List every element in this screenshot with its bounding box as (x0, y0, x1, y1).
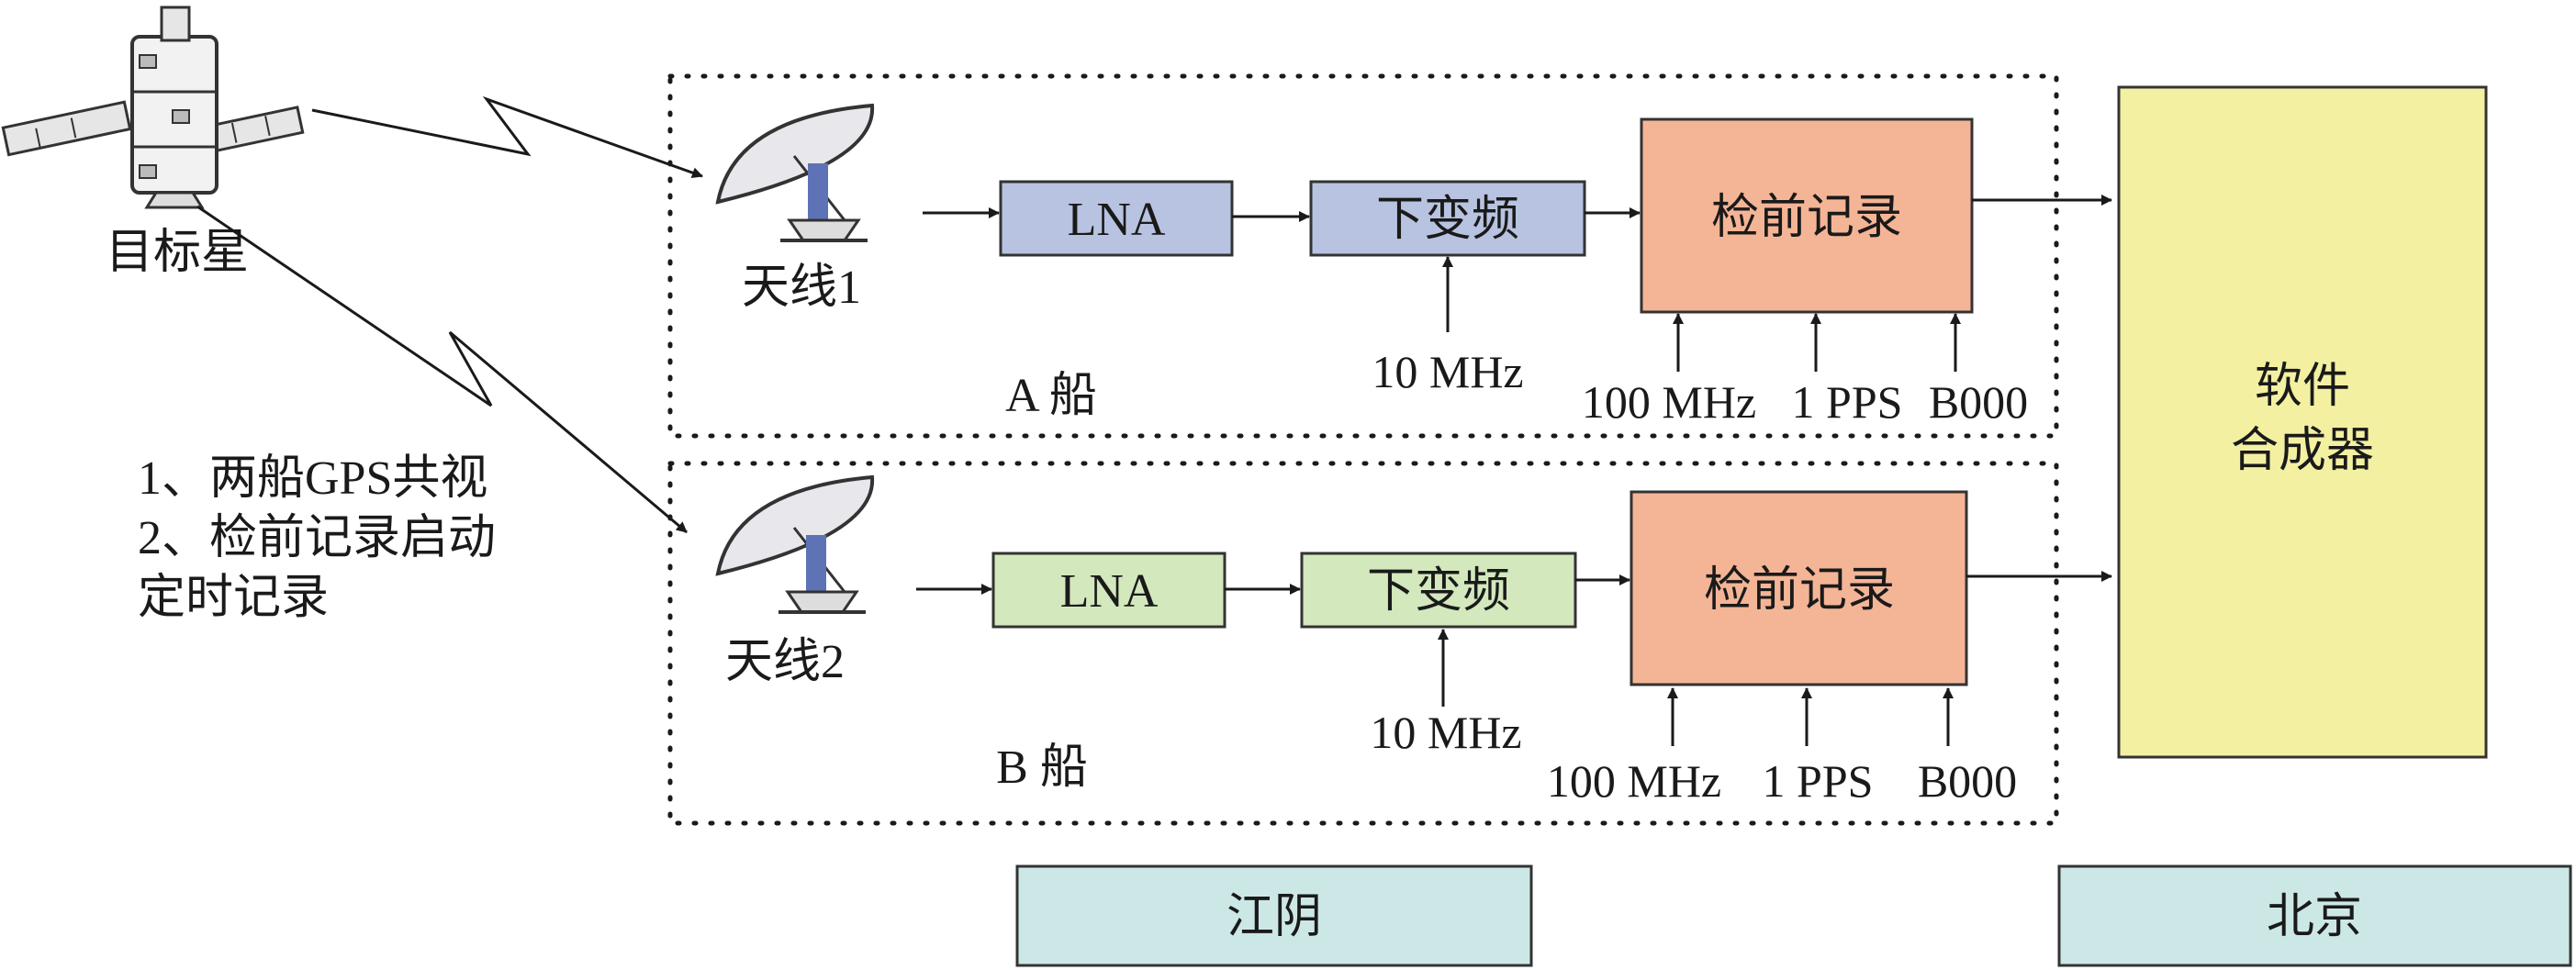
recorder-a-input-1pps: 1 PPS (1792, 376, 1903, 428)
recorder-a-input-100mhz: 100 MHz (1582, 376, 1756, 428)
recorder-a-input-b000: B000 (1929, 376, 2028, 428)
signal-link-b (196, 205, 688, 534)
downconv-a-box (1309, 180, 1586, 257)
lna-b-box (991, 552, 1226, 629)
note-line-3: 定时记录 (138, 572, 329, 624)
ship-a-name: A 船 (1005, 370, 1097, 422)
recorder-b-box (1630, 490, 1968, 686)
downconv-b-label: 下变频 (1367, 565, 1510, 618)
synthesizer-box (2117, 85, 2488, 759)
downconv-a-ref: 10 MHz (1372, 346, 1523, 397)
ship-b-region (667, 461, 2059, 826)
synthesizer-label-line1: 软件 (2255, 361, 2350, 413)
note-line-1: 1、两船GPS共视 (138, 452, 487, 505)
antenna-a-icon (715, 103, 875, 242)
lna-b-label: LNA (1060, 565, 1159, 618)
antenna-b-label: 天线2 (725, 636, 845, 688)
location-beijing-label: 北京 (2267, 891, 2362, 943)
recorder-b-input-100mhz: 100 MHz (1547, 755, 1721, 807)
ship-b-name: B 船 (996, 741, 1088, 794)
downconv-b-box (1300, 552, 1577, 629)
antenna-b-icon (715, 474, 875, 614)
downconv-a-label: 下变频 (1376, 194, 1519, 246)
signal-link-a (311, 95, 703, 178)
ship-a-region (667, 73, 2059, 439)
location-jiangyin-box (1015, 864, 1533, 967)
lna-a-label: LNA (1068, 194, 1166, 246)
recorder-b-label: 检前记录 (1704, 564, 1895, 617)
satellite-icon (1, 6, 305, 209)
location-beijing-box (2057, 864, 2572, 967)
downconv-b-ref: 10 MHz (1370, 707, 1521, 758)
recorder-b-input-b000: B000 (1918, 755, 2017, 807)
lna-a-box (999, 180, 1234, 257)
location-jiangyin-label: 江阴 (1226, 891, 1322, 943)
antenna-a-label: 天线1 (742, 262, 861, 314)
recorder-b-input-1pps: 1 PPS (1763, 755, 1874, 807)
recorder-a-box (1640, 117, 1974, 314)
recorder-a-label: 检前记录 (1711, 192, 1902, 244)
satellite-label: 目标星 (106, 227, 249, 279)
synthesizer-label-line2: 合成器 (2231, 425, 2374, 477)
note-line-2: 2、检前记录启动 (138, 512, 496, 564)
